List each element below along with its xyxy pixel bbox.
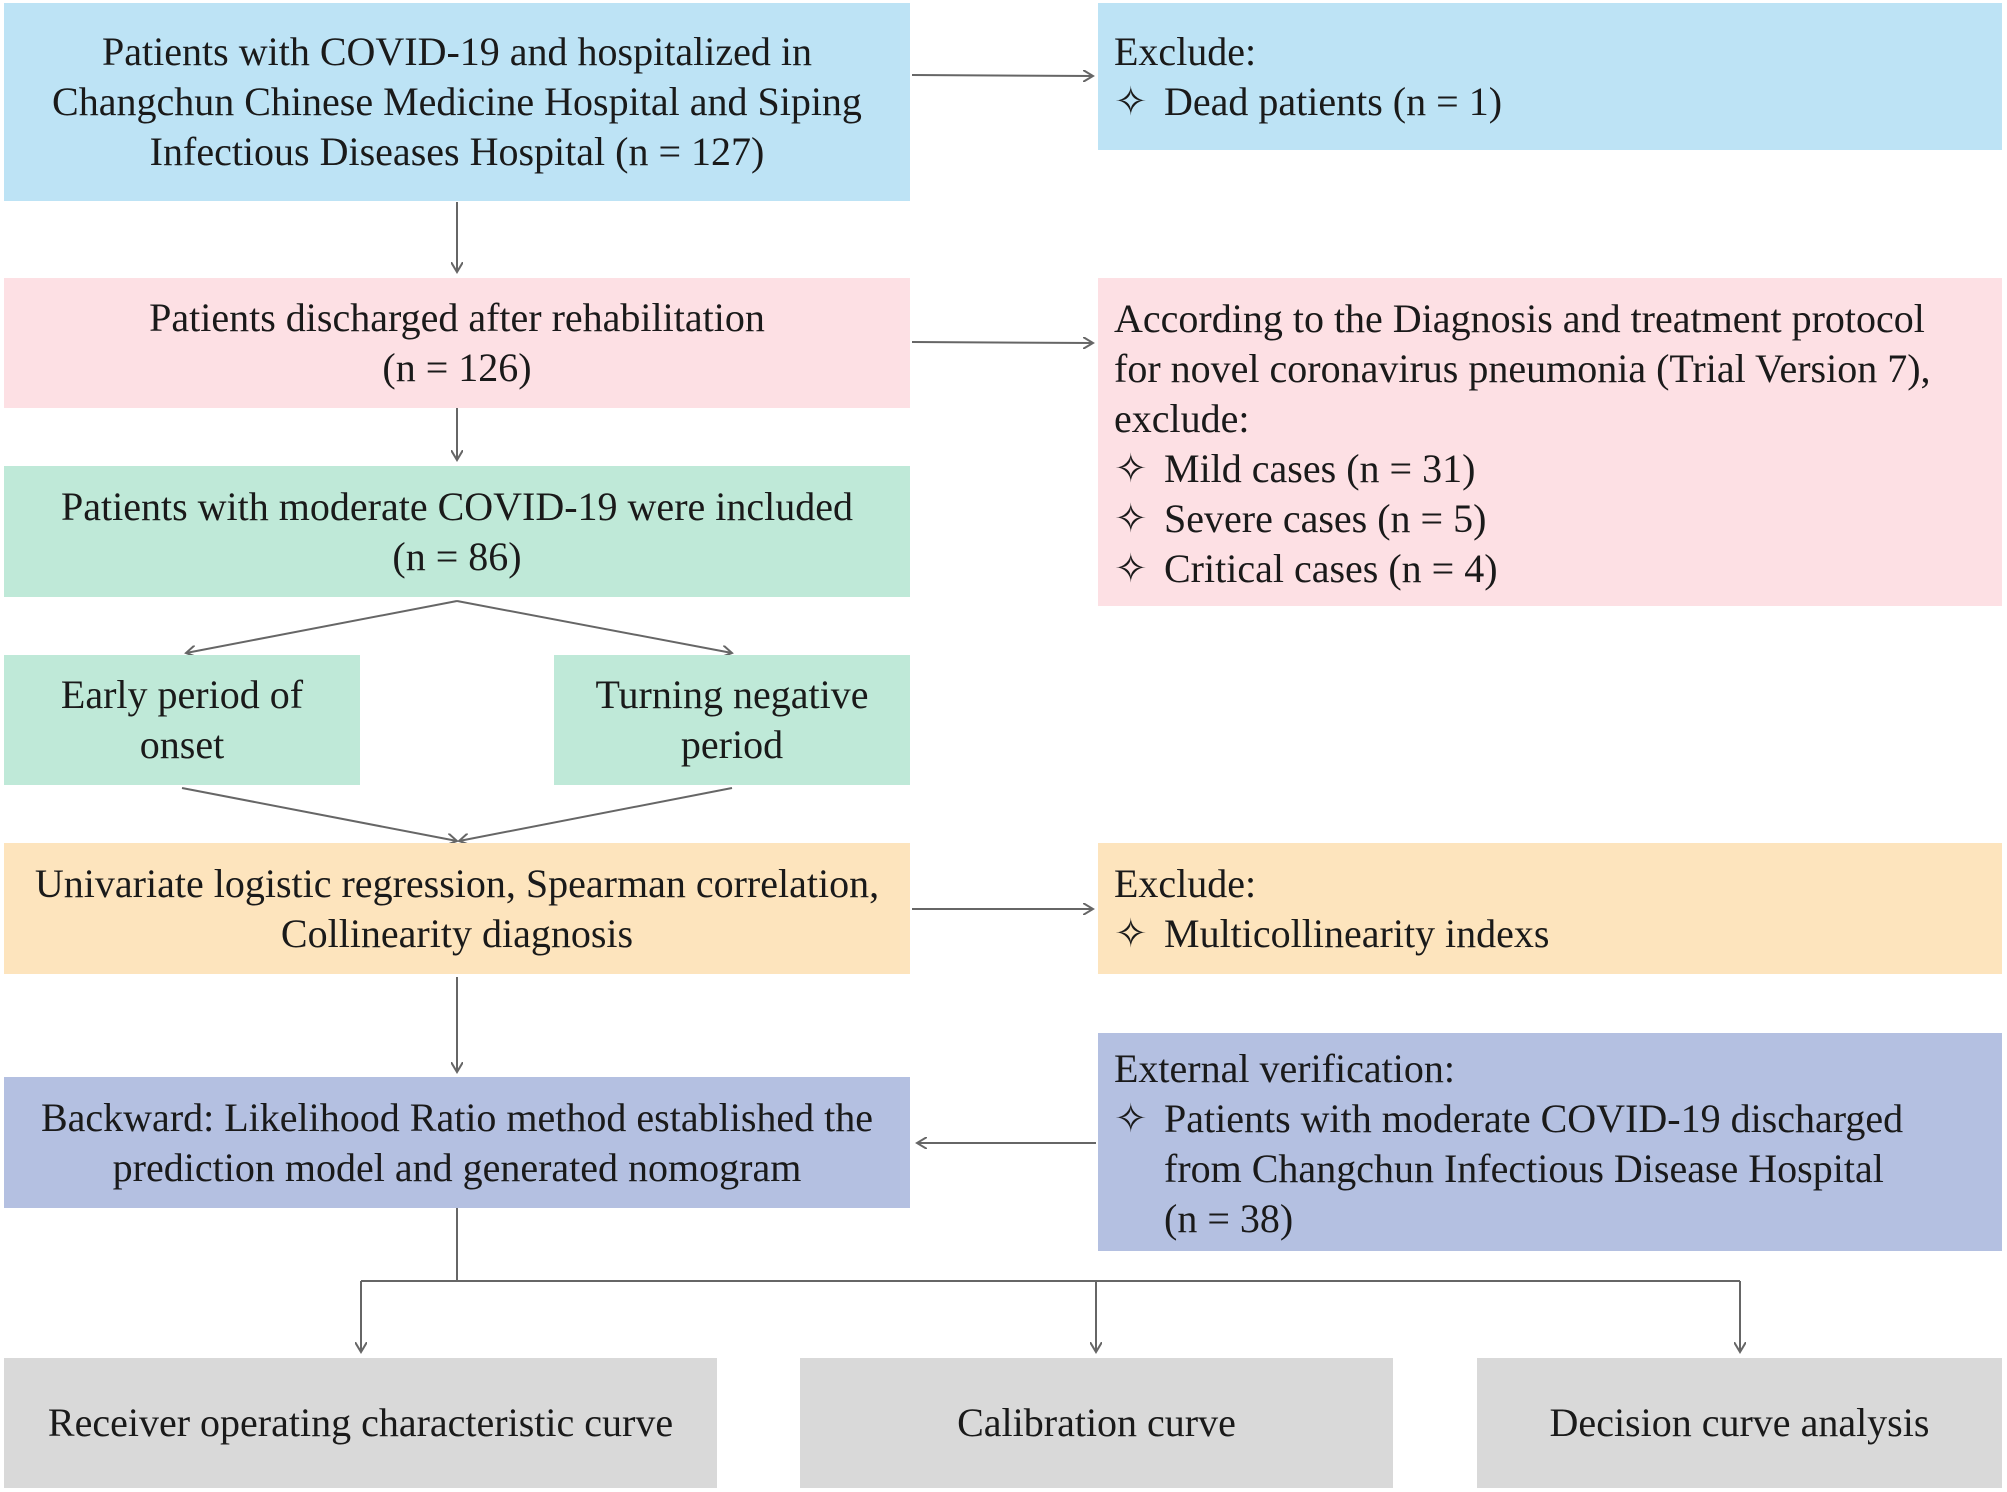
bullet-star-icon: ✧ xyxy=(1114,546,1148,591)
bullet-star-icon: ✧ xyxy=(1114,1096,1148,1141)
exclude-dead-text: Dead patients (n = 1) xyxy=(1164,79,1503,124)
exclude-critical-item: ✧ Critical cases (n = 4) xyxy=(1114,544,1986,594)
exclude-mild-item: ✧ Mild cases (n = 31) xyxy=(1114,444,1986,494)
box-turning-negative: Turning negative period xyxy=(554,655,910,785)
exclude-multi-text: Multicollinearity indexs xyxy=(1164,911,1550,956)
box-early-period: Early period of onset xyxy=(4,655,360,785)
bullet-star-icon: ✧ xyxy=(1114,79,1148,124)
arrow-box3-to-early xyxy=(186,600,458,653)
external-text-1: Patients with moderate COVID-19 discharg… xyxy=(1164,1096,1904,1141)
box-turning-line-1: Turning negative xyxy=(595,672,869,717)
external-heading: External verification: xyxy=(1114,1046,1455,1091)
exclude-mild-text: Mild cases (n = 31) xyxy=(1164,446,1476,491)
box-discharged: Patients discharged after rehabilitation… xyxy=(4,278,910,408)
arrow-turning-to-box5 xyxy=(459,787,733,841)
protocol-heading-line-3: exclude: xyxy=(1114,396,1250,441)
arrow-box2-to-side2 xyxy=(911,342,1093,343)
arrow-box3-to-turning xyxy=(456,600,732,653)
box-exclude-protocol: According to the Diagnosis and treatment… xyxy=(1098,278,2002,606)
bullet-star-icon: ✧ xyxy=(1114,446,1148,491)
exclude-dead-item: ✧ Dead patients (n = 1) xyxy=(1114,77,1986,127)
box-univariate-analysis: Univariate logistic regression, Spearman… xyxy=(4,843,910,974)
exclude-severe-text: Severe cases (n = 5) xyxy=(1164,496,1487,541)
external-item-line-1: ✧ Patients with moderate COVID-19 dischar… xyxy=(1114,1094,1986,1144)
exclude-multi-item: ✧ Multicollinearity indexs xyxy=(1114,909,1986,959)
exclude-critical-text: Critical cases (n = 4) xyxy=(1164,546,1498,591)
box-backward-model: Backward: Likelihood Ratio method establ… xyxy=(4,1077,910,1208)
box-external-verification: External verification: ✧ Patients with mo… xyxy=(1098,1033,2002,1251)
box-turning-line-2: period xyxy=(680,722,784,767)
box-backward-line-2: prediction model and generated nomogram xyxy=(112,1144,802,1190)
box-moderate-line-1: Patients with moderate COVID-19 were inc… xyxy=(60,483,853,529)
decision-curve-label: Decision curve analysis xyxy=(1549,1400,1930,1445)
box-moderate-included: Patients with moderate COVID-19 were inc… xyxy=(4,466,910,597)
box-discharged-line-2: (n = 126) xyxy=(382,345,532,390)
box-moderate-line-2: (n = 86) xyxy=(392,533,522,579)
box-exclude-dead: Exclude: ✧ Dead patients (n = 1) xyxy=(1098,3,2002,150)
arrow-box1-to-side1 xyxy=(911,75,1093,76)
box-calibration-curve: Calibration curve xyxy=(800,1358,1393,1488)
arrow-early-to-box5 xyxy=(181,787,457,841)
box-decision-curve: Decision curve analysis xyxy=(1477,1358,2002,1488)
calibration-curve-label: Calibration curve xyxy=(957,1400,1236,1445)
box-univariate-line-2: Collinearity diagnosis xyxy=(280,910,634,956)
bullet-star-icon: ✧ xyxy=(1114,911,1148,956)
box-initial-line-3: Infectious Diseases Hospital (n = 127) xyxy=(149,129,765,174)
bullet-star-icon: ✧ xyxy=(1114,496,1148,541)
box-univariate-line-1: Univariate logistic regression, Spearman… xyxy=(34,860,880,906)
box-initial-line-1: Patients with COVID-19 and hospitalized … xyxy=(102,29,812,74)
exclude-dead-heading: Exclude: xyxy=(1114,29,1257,74)
box-early-line-1: Early period of xyxy=(60,672,304,717)
external-item-line-3: (n = 38) xyxy=(1164,1196,1294,1241)
exclude-multi-heading: Exclude: xyxy=(1114,861,1257,906)
box-backward-line-1: Backward: Likelihood Ratio method establ… xyxy=(40,1094,874,1140)
roc-curve-label: Receiver operating characteristic curve xyxy=(47,1400,674,1445)
box-early-line-2: onset xyxy=(139,722,225,767)
box-discharged-line-1: Patients discharged after rehabilitation xyxy=(149,295,765,340)
box-exclude-multicollinearity: Exclude: ✧ Multicollinearity indexs xyxy=(1098,843,2002,974)
box-initial-line-2: Changchun Chinese Medicine Hospital and … xyxy=(52,79,862,124)
box-roc-curve: Receiver operating characteristic curve xyxy=(4,1358,717,1488)
external-item-line-2: from Changchun Infectious Disease Hospit… xyxy=(1164,1146,1884,1191)
exclude-severe-item: ✧ Severe cases (n = 5) xyxy=(1114,494,1986,544)
protocol-heading-line-1: According to the Diagnosis and treatment… xyxy=(1114,296,1925,341)
box-initial-patients: Patients with COVID-19 and hospitalized … xyxy=(4,3,910,201)
protocol-heading-line-2: for novel coronavirus pneumonia (Trial V… xyxy=(1114,346,1931,391)
